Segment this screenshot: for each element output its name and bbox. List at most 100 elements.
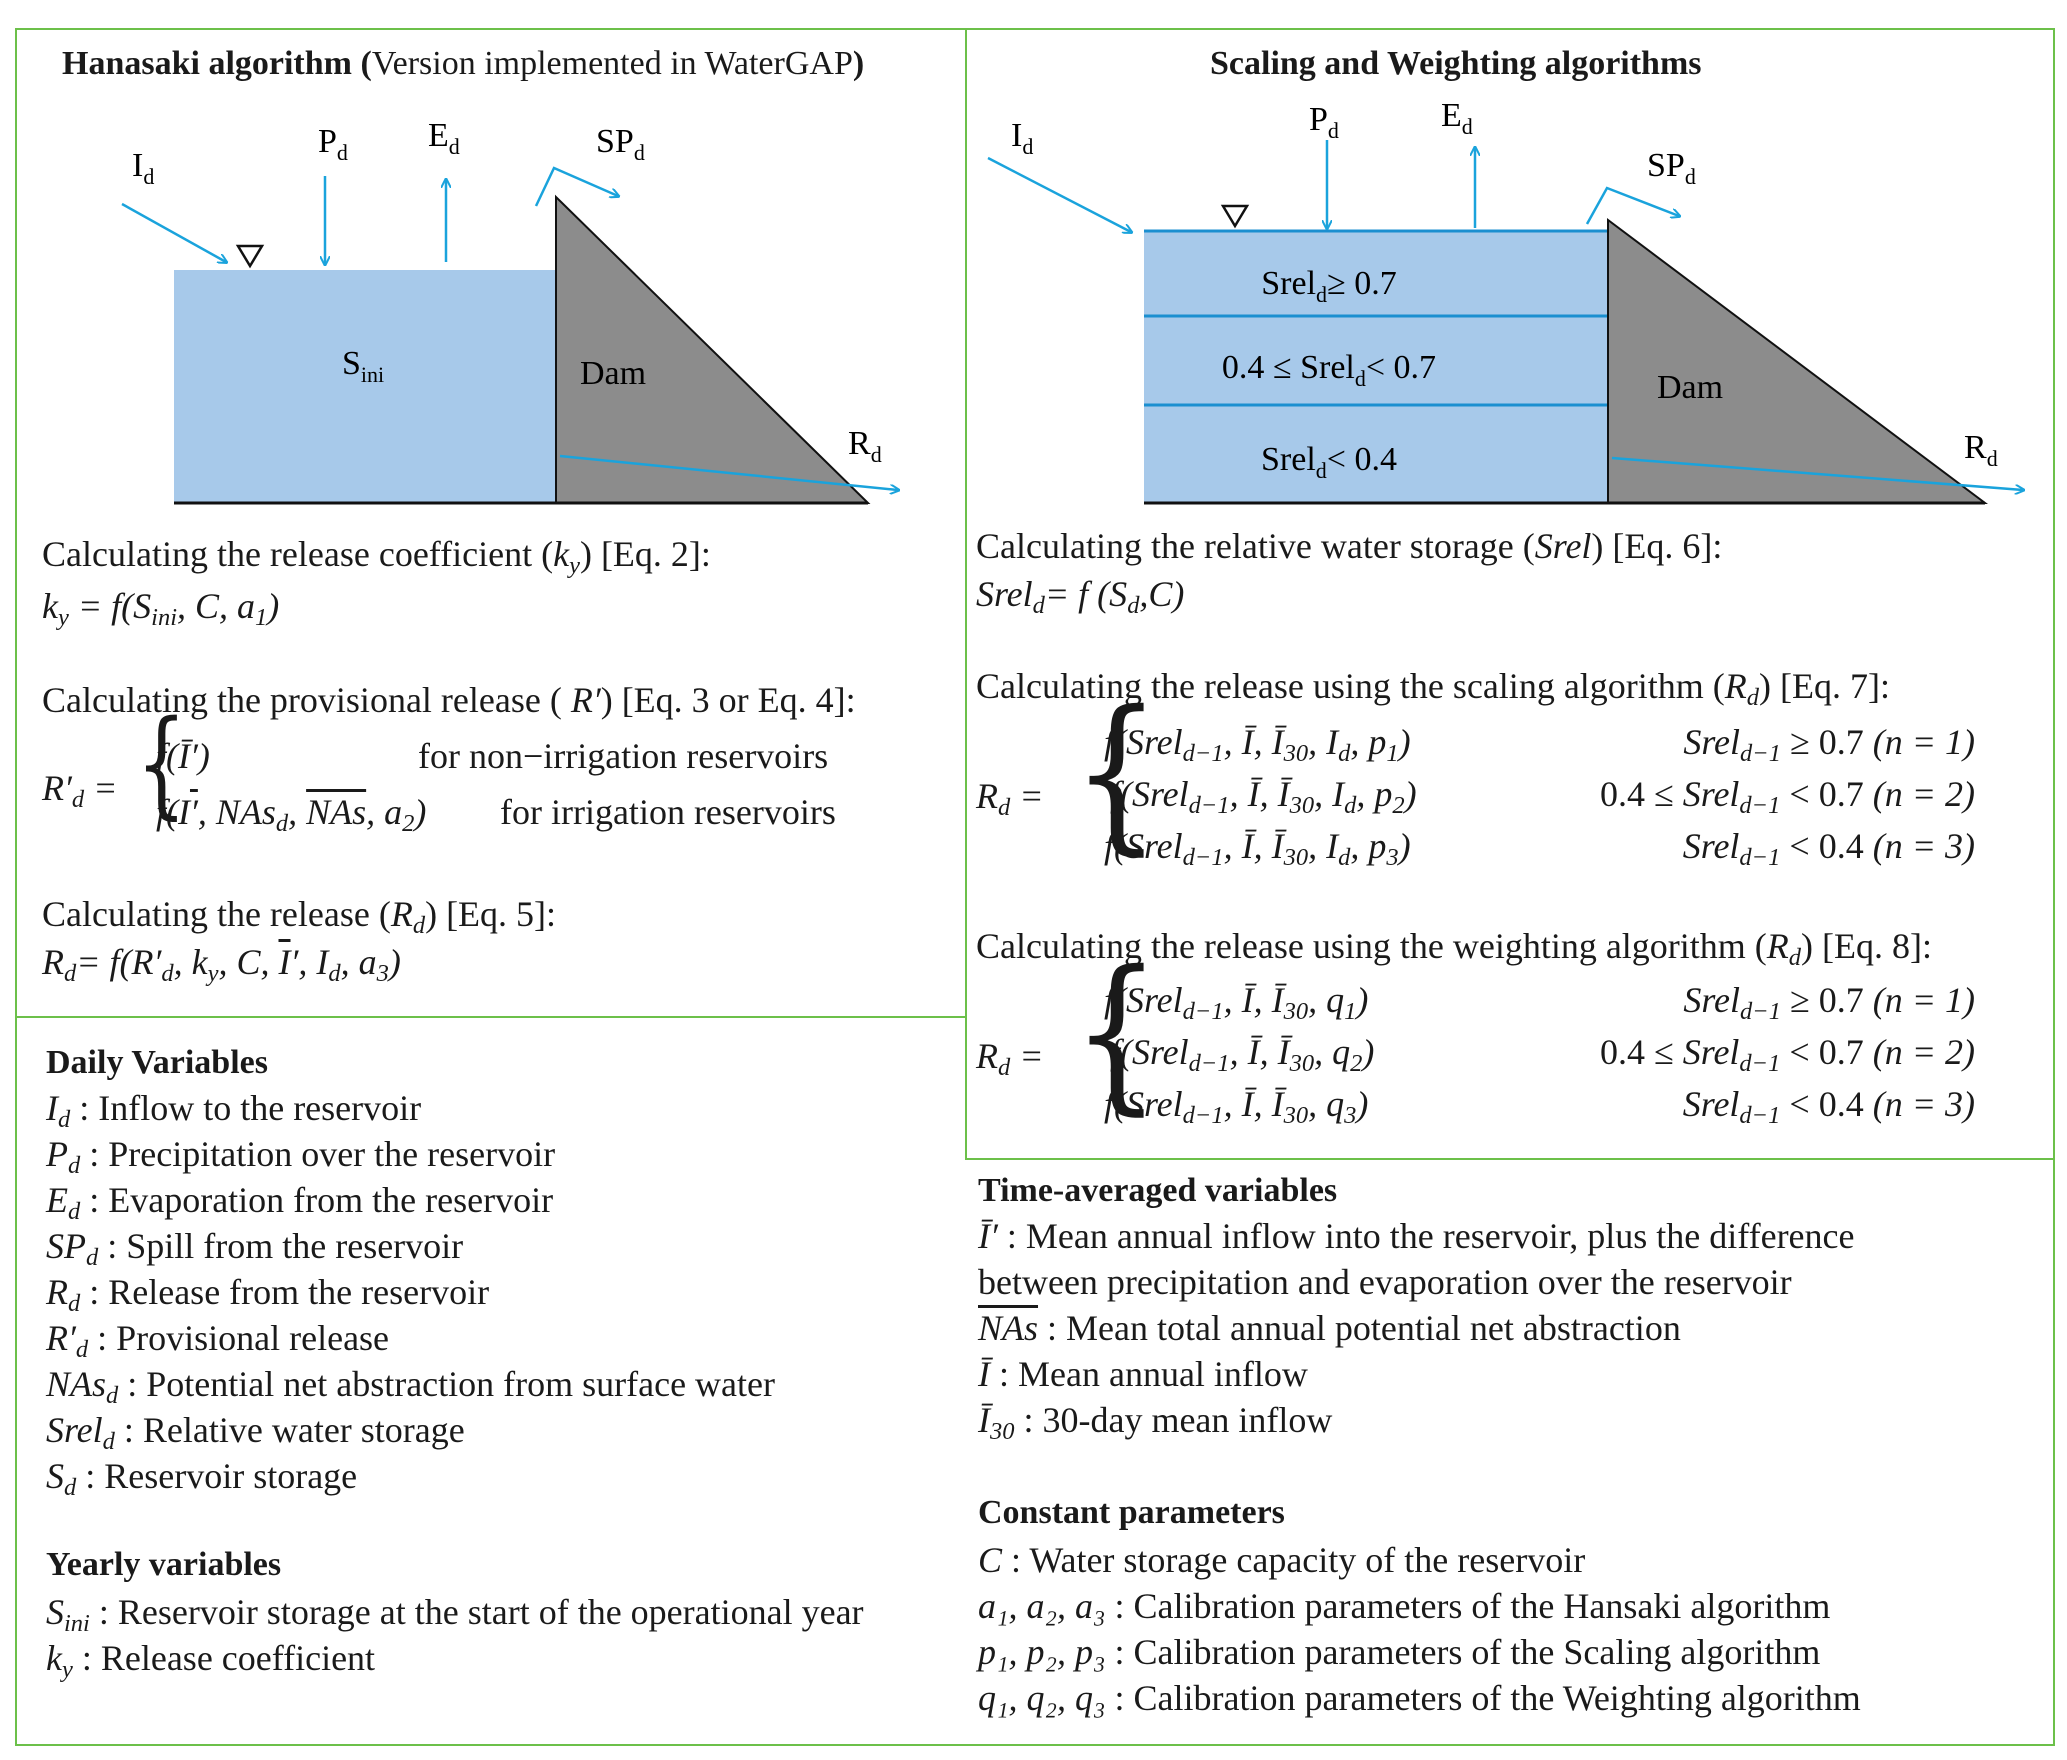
daily-symbol-text: I	[46, 1088, 58, 1128]
label-release: Rd	[848, 425, 882, 467]
scaling-row-param: , p	[1356, 774, 1393, 814]
yearly-text: : Release coefficient	[72, 1638, 376, 1678]
weighting-row-param: , q	[1314, 1032, 1351, 1072]
weighting-row-close: )	[1362, 1032, 1375, 1072]
label-storage: Sini	[342, 345, 384, 387]
scaling-row-n: (n = 1)	[1872, 722, 1975, 762]
weighting-row-i30-sub: 30	[1283, 1101, 1309, 1129]
scaling-row-cond-var: Srel	[1682, 826, 1740, 866]
daily-item: SPd : Spill from the reservoir	[46, 1226, 463, 1270]
weighting-row-cond-rest: < 0.7	[1780, 1032, 1873, 1072]
label-spill: SPd	[596, 123, 645, 165]
time-avg-text: : 30-day mean inflow	[1014, 1400, 1333, 1440]
daily-symbol-sub: d	[64, 1473, 77, 1501]
time-avg-symbol-text: NAs	[978, 1308, 1039, 1348]
weighting-row-condition: Sreld−1 < 0.4 (n = 3)	[1682, 1084, 1975, 1128]
scaling-row-tail: , I	[1314, 774, 1345, 814]
constants-title: Constant parameters	[978, 1494, 1285, 1531]
weighting-row-param: , q	[1308, 1084, 1345, 1124]
time-avg-text: : Mean total annual potential net abstra…	[1038, 1308, 1681, 1348]
scaling-row-param: , p	[1350, 722, 1387, 762]
yearly-title: Yearly variables	[46, 1546, 282, 1583]
weighting-row-f: f(Srel	[1104, 980, 1183, 1020]
time-avg-item: between precipitation and evaporation ov…	[978, 1262, 1792, 1303]
daily-symbol-text: P	[46, 1134, 68, 1174]
yearly-item: ky : Release coefficient	[46, 1638, 376, 1682]
weighting-row-cond-pre: 0.4 ≤	[1600, 1032, 1683, 1072]
spill-arrow	[1585, 186, 1679, 225]
daily-symbol-sub: d	[75, 1335, 89, 1363]
eq8-lhs: Rd =	[976, 1036, 1044, 1081]
scaling-row-cond-rest: ≥ 0.7	[1780, 722, 1873, 762]
time-avg-text: : Mean annual inflow into the reservoir,…	[997, 1216, 1855, 1256]
scaling-row-i30-sub: 30	[1289, 791, 1315, 819]
daily-text: : Release from the reservoir	[80, 1272, 490, 1312]
label-precip: Pd	[318, 123, 348, 165]
daily-symbol: Rd	[46, 1272, 80, 1316]
scaling-row-f: f(Srel	[1104, 826, 1183, 866]
time-avg-item: Ī : Mean annual inflow	[978, 1354, 1308, 1395]
constants-item: p₁, p₂, p₃ : Calibration parameters of t…	[978, 1632, 1820, 1673]
yearly-symbol-text: k	[46, 1638, 62, 1678]
dam-shape	[1607, 217, 1988, 504]
water-level-icon	[1220, 204, 1250, 229]
constants-symbol: a₁, a₂, a₃	[978, 1586, 1106, 1626]
daily-item: R′d : Provisional release	[46, 1318, 389, 1362]
weighting-row-close: )	[1356, 1084, 1369, 1124]
scaling-row-i30-sub: 30	[1283, 843, 1309, 871]
weighting-row-cond-sub: d−1	[1739, 997, 1781, 1025]
label-dam: Dam	[580, 355, 646, 392]
eq34-case1-cond: for non−irrigation reservoirs	[418, 736, 829, 776]
daily-text: : Potential net abstraction from surface…	[118, 1364, 776, 1404]
weighting-row-n: (n = 2)	[1872, 1032, 1975, 1072]
daily-symbol: Id	[46, 1088, 70, 1132]
eq8-heading: Calculating the release using the weight…	[976, 926, 1932, 971]
label-evap: Ed	[1441, 97, 1473, 139]
scaling-row-f-sub: d−1	[1182, 843, 1224, 871]
scaling-row-n: (n = 3)	[1872, 826, 1975, 866]
scaling-row-param-sub: 3	[1386, 843, 1399, 871]
daily-symbol-sub: d	[68, 1289, 81, 1317]
eq34-heading: Calculating the provisional release ( R′…	[42, 680, 856, 720]
daily-text: : Inflow to the reservoir	[70, 1088, 422, 1128]
left-title: Hanasaki algorithm (Version implemented …	[62, 45, 865, 82]
scaling-row-f-sub: d−1	[1182, 739, 1224, 767]
scaling-row-tail-sub: d	[1338, 843, 1351, 871]
time-avg-symbol-text: Ī	[978, 1400, 990, 1440]
label-release: Rd	[1964, 429, 1998, 471]
daily-symbol-text: R′	[46, 1318, 76, 1358]
zone-label-high: Sreld≥ 0.7	[1261, 265, 1396, 307]
label-dam: Dam	[1657, 369, 1723, 406]
daily-symbol-text: R	[46, 1272, 68, 1312]
label-precip: Pd	[1309, 101, 1339, 143]
eq34-brace: {	[136, 695, 187, 831]
daily-symbol-text: NAs	[46, 1364, 107, 1404]
eq6-heading: Calculating the relative water storage (…	[976, 526, 1723, 566]
label-spill: SPd	[1647, 147, 1696, 189]
time-avg-item: Ī30 : 30-day mean inflow	[978, 1400, 1333, 1444]
daily-symbol-sub: d	[86, 1243, 99, 1271]
daily-text: : Relative water storage	[114, 1410, 465, 1450]
weighting-row-cond-var: Srel	[1682, 1084, 1740, 1124]
label-inflow: Id	[132, 147, 154, 189]
weighting-row-function: f(Sreld−1, Ī, Ī30, q1)	[1104, 980, 1369, 1024]
time-avg-symbol: Ī	[978, 1354, 990, 1394]
constants-symbol-text: a₁, a₂, a₃	[978, 1586, 1106, 1626]
scaling-row-tail-sub: d	[1344, 791, 1357, 819]
hanasaki-diagram: Id Pd Ed SPd Sini Dam Rd	[121, 117, 967, 505]
eq8-brace: {	[1072, 935, 1162, 1132]
weighting-row-i30-sub: 30	[1283, 997, 1309, 1025]
daily-symbol: Sreld	[46, 1410, 115, 1454]
daily-symbol-text: E	[46, 1180, 68, 1220]
scaling-row-cond-sub: d−1	[1739, 739, 1781, 767]
weighting-row-close: )	[1356, 980, 1369, 1020]
constants-item: a₁, a₂, a₃ : Calibration parameters of t…	[978, 1586, 1830, 1627]
spill-arrow	[534, 166, 618, 207]
scaling-row-f: f(Srel	[1110, 774, 1189, 814]
time-avg-symbol: Ī30	[978, 1400, 1014, 1444]
eq7-brace: {	[1072, 675, 1162, 872]
daily-symbol: NAsd	[46, 1364, 118, 1408]
time-avg-symbol: NAs	[978, 1308, 1038, 1348]
weighting-row-cond-rest: < 0.4	[1780, 1084, 1873, 1124]
